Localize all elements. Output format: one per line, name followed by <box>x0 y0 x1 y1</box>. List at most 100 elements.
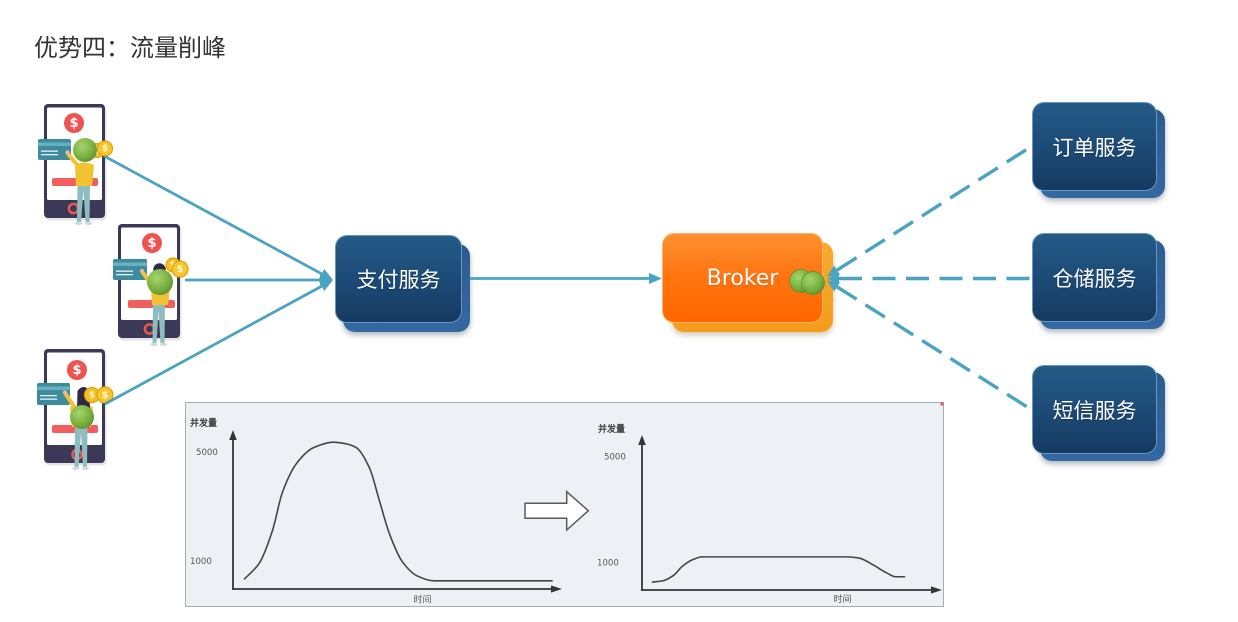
producer-phone-3: $ $ $ <box>37 349 114 470</box>
payment-bar <box>52 178 98 186</box>
phone-home-button-icon <box>67 202 80 215</box>
person-head <box>77 387 90 399</box>
gold-coin <box>96 386 114 404</box>
phone-frame <box>118 224 180 338</box>
payment-bar <box>52 425 98 433</box>
person-shoe <box>72 466 80 470</box>
phone-shadow <box>45 351 107 466</box>
gold-coin <box>89 142 105 159</box>
phone-screen <box>47 107 102 200</box>
gold-coin-glyph: $ <box>89 391 95 401</box>
gold-coin-glyph: $ <box>177 264 184 275</box>
series-line <box>651 556 906 583</box>
person-legs <box>74 426 88 467</box>
sms-service-box: 短信服务 <box>1032 365 1157 454</box>
person-hand <box>139 268 145 274</box>
dollar-badge-glyph: $ <box>147 236 156 251</box>
y-tick-label: 5000 <box>196 448 218 458</box>
person-figure <box>139 263 170 346</box>
broker-node: Broker <box>662 233 833 332</box>
card-stripe <box>113 262 147 266</box>
person-legs <box>152 304 165 343</box>
card-stripe <box>38 142 71 146</box>
gold-coin <box>171 260 189 278</box>
card-text-line <box>40 398 57 400</box>
producer-phone-2: $ $ $ <box>113 224 189 346</box>
connector-sms-service-to-broker <box>826 280 1033 412</box>
person-shoe <box>150 342 158 346</box>
message-token-icon <box>147 269 173 295</box>
person-arm <box>66 152 81 169</box>
gold-coin <box>96 140 114 157</box>
person-figure <box>65 149 94 225</box>
person-head <box>78 149 90 161</box>
broker-label: Broker <box>706 265 779 291</box>
gold-coin <box>165 257 181 273</box>
order-service-label: 订单服务 <box>1052 135 1137 160</box>
phone-home-button-icon <box>143 323 156 335</box>
y-tick-label: 1000 <box>597 559 619 569</box>
payment-service-label: 支付服务 <box>356 268 441 292</box>
broker-box: Broker <box>662 233 823 323</box>
person-hair <box>77 387 90 409</box>
gold-coin-glyph: $ <box>102 390 109 401</box>
warehouse-service-box: 仓储服务 <box>1032 233 1157 322</box>
person-hand <box>65 150 70 155</box>
gold-coins-icon: $ $ <box>89 140 114 159</box>
warehouse-service-label: 仓储服务 <box>1052 266 1137 291</box>
y-axis-label: 并发量 <box>598 423 625 435</box>
transition-arrow-icon <box>524 490 590 532</box>
person-torso <box>75 162 94 186</box>
card-body <box>37 383 70 405</box>
person-hand <box>62 390 68 395</box>
y-axis-arrowhead <box>229 430 237 440</box>
x-axis-label: 时间 <box>833 593 851 605</box>
phone-frame <box>44 349 105 463</box>
gold-coins-icon: $ $ <box>83 386 114 404</box>
card-text-line <box>40 395 57 397</box>
credit-card-icon <box>113 259 147 280</box>
order-service-box: 订单服务 <box>1032 102 1157 191</box>
card-body <box>38 139 71 160</box>
panel-corner-mark <box>940 402 944 406</box>
card-body <box>113 259 147 280</box>
card-text-line <box>41 150 58 152</box>
person-arm <box>141 271 157 291</box>
warehouse-service-node: 仓储服务 <box>1032 233 1165 329</box>
phone-shadow <box>119 226 182 341</box>
y-tick-label: 5000 <box>604 453 626 463</box>
order-service-node: 订单服务 <box>1032 102 1165 198</box>
sms-service-node: 短信服务 <box>1032 365 1165 461</box>
gold-coins-icon: $ $ <box>165 257 189 278</box>
message-token-icon <box>70 405 94 429</box>
gold-coin-glyph: $ <box>94 146 100 156</box>
gold-coin-glyph: $ <box>170 261 176 271</box>
x-axis-arrowhead <box>931 586 942 594</box>
credit-card-icon <box>37 383 70 405</box>
phone-frame <box>44 104 105 218</box>
dollar-badge-icon <box>142 233 162 253</box>
gold-coin <box>83 386 101 404</box>
phone-shadow <box>45 106 107 221</box>
chart-after-peak-shaving: 并发量 5000 1000 时间 <box>597 423 942 605</box>
credit-card-icon <box>38 139 71 160</box>
card-text-line <box>41 154 58 156</box>
gold-coin-glyph: $ <box>102 144 108 154</box>
dollar-badge-icon <box>64 113 84 133</box>
phone-screen <box>47 352 102 445</box>
person-shoe <box>84 221 93 225</box>
person-figure <box>62 387 93 470</box>
y-tick-label: 1000 <box>190 557 212 567</box>
producer-phone-1: $ $ $ <box>38 104 114 225</box>
payment-service-node: 支付服务 <box>335 235 470 332</box>
dollar-badge-glyph: $ <box>69 116 78 131</box>
card-text-line <box>116 270 133 272</box>
dollar-badge-icon <box>67 360 87 380</box>
y-axis-label: 并发量 <box>190 417 217 429</box>
payment-service-box: 支付服务 <box>335 235 462 323</box>
card-text-line <box>116 274 133 276</box>
person-head <box>153 263 166 276</box>
person-torso <box>151 284 170 305</box>
slide-title: 优势四：流量削峰 <box>34 34 226 62</box>
dollar-badge-glyph: $ <box>72 363 81 378</box>
